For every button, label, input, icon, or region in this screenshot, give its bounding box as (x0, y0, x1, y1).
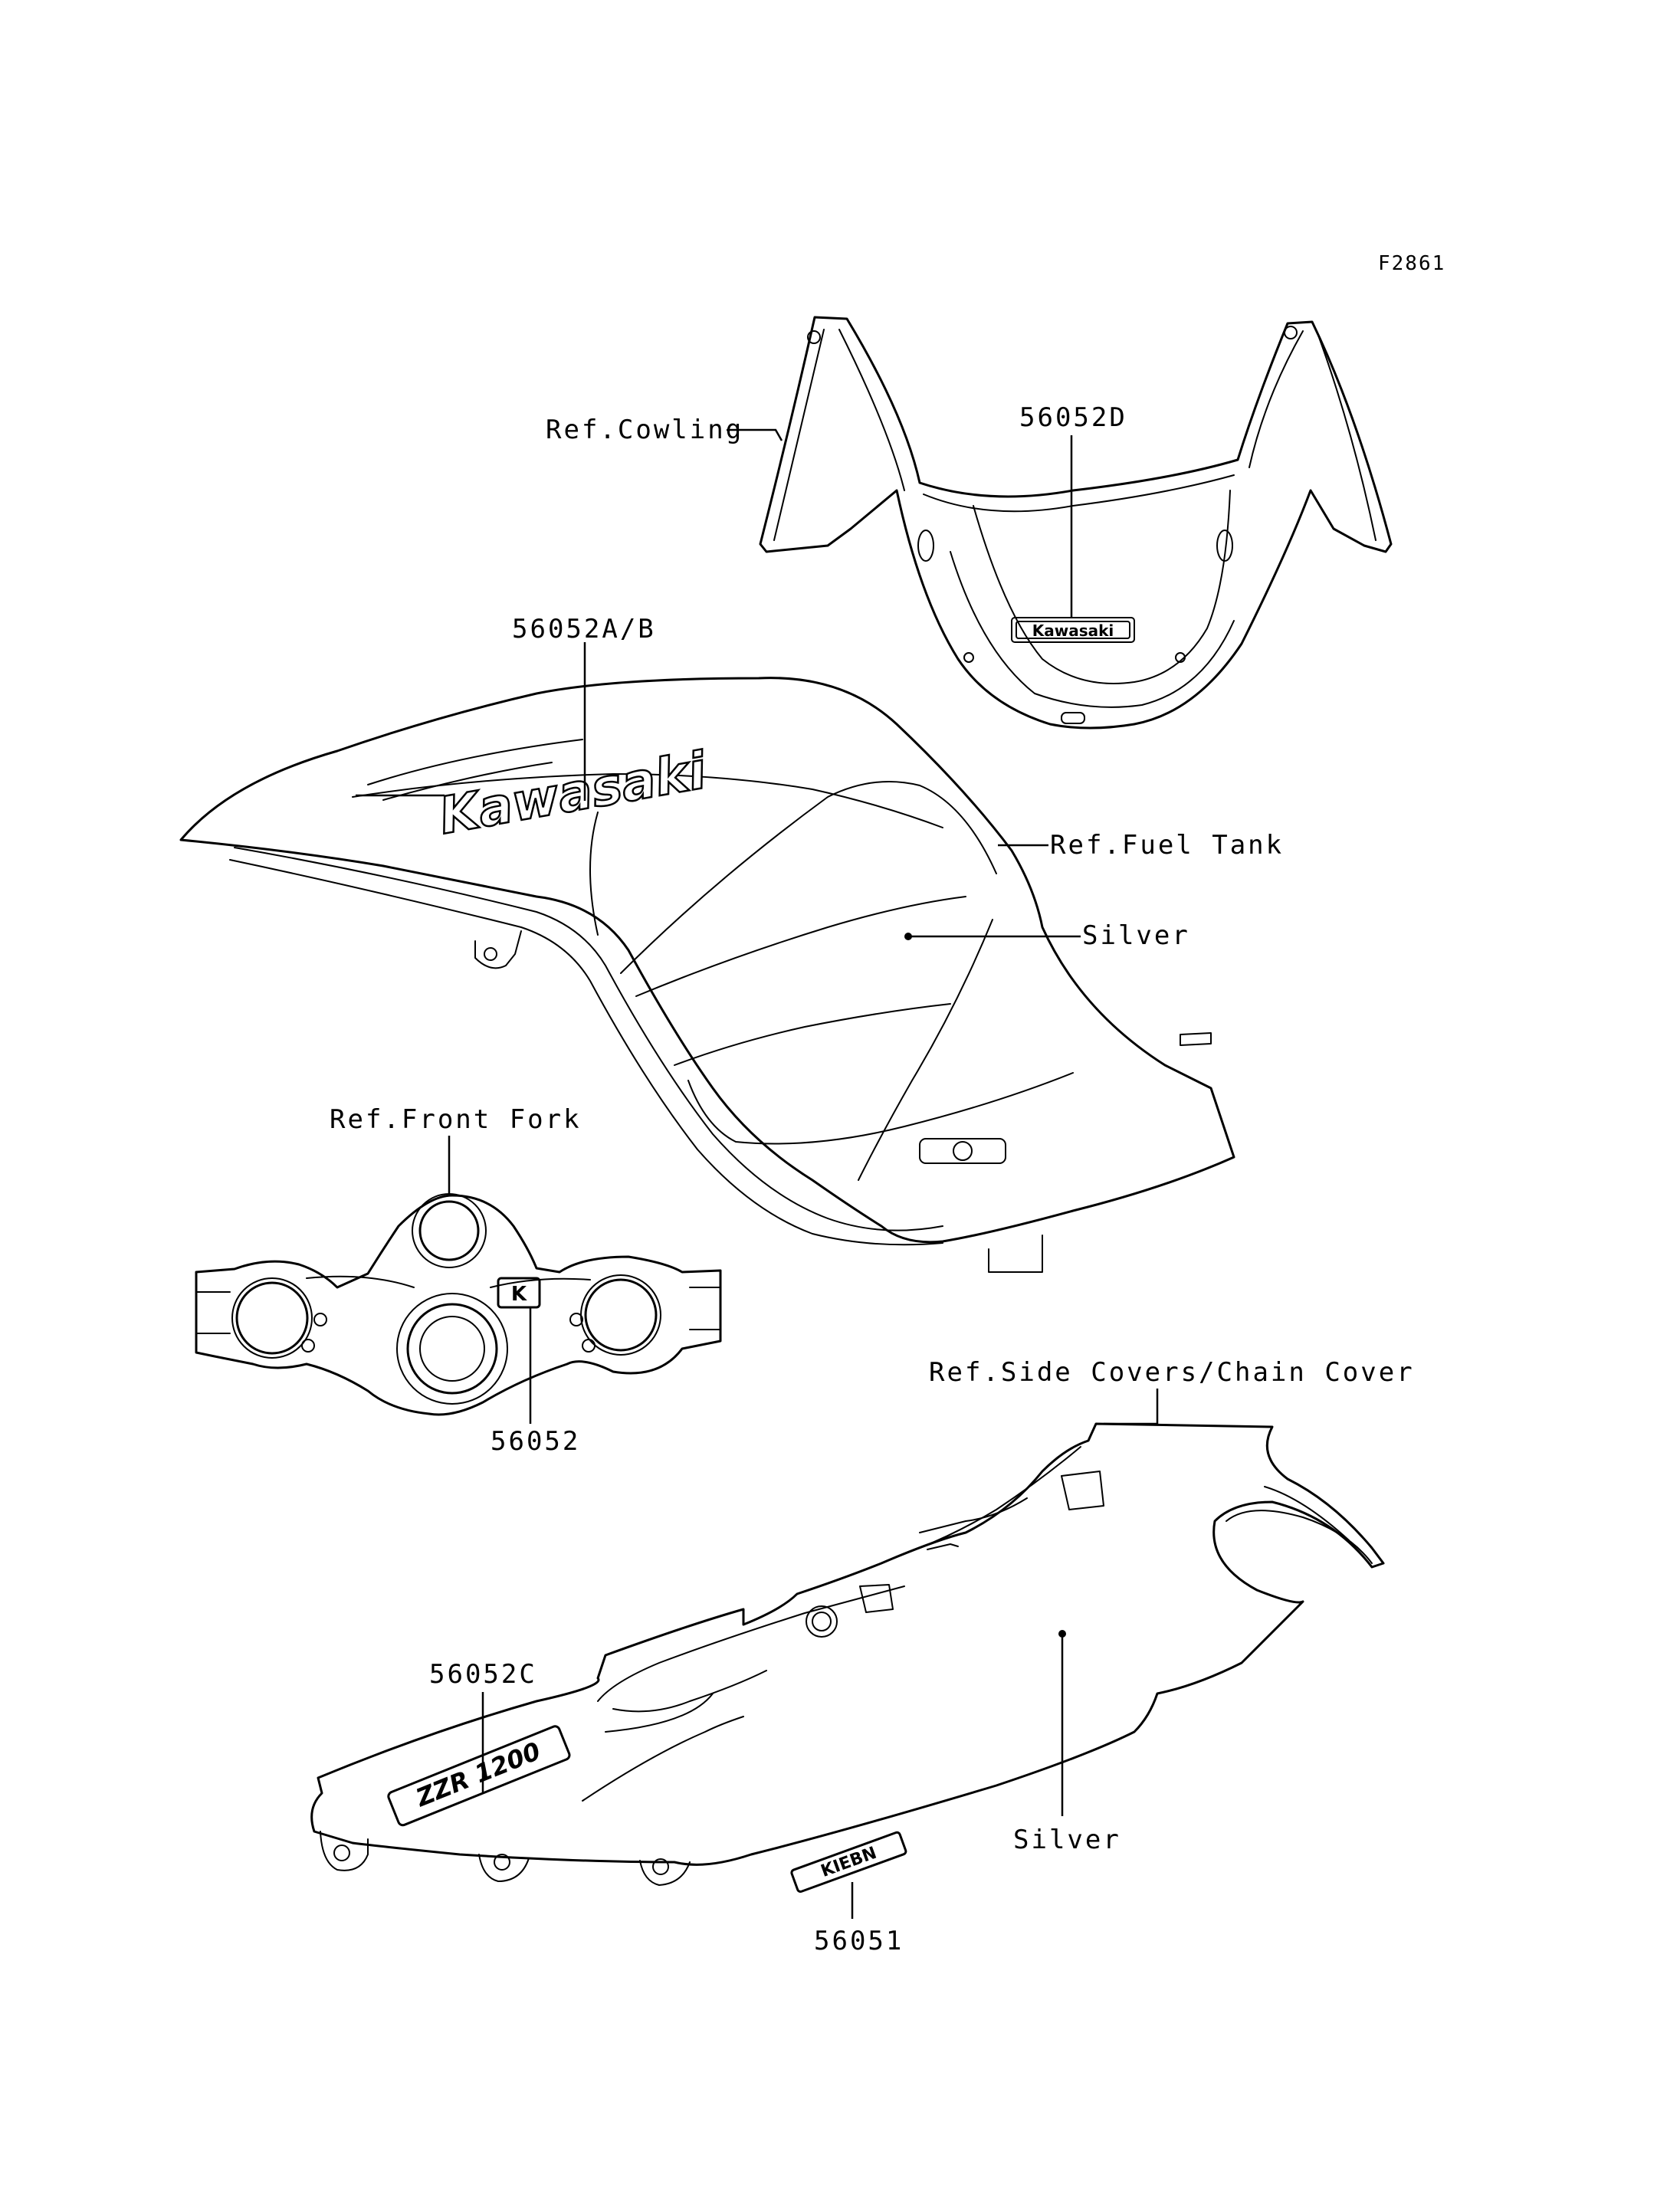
side-model-logo: ZZR 1200 (412, 1736, 545, 1813)
label-56052c: 56052C (429, 1659, 537, 1690)
label-silver-side: Silver (1013, 1825, 1121, 1855)
label-ref-front-fork: Ref.Front Fork (330, 1104, 582, 1135)
label-silver-tank: Silver (1082, 920, 1190, 951)
fork-badge-logo: K (511, 1283, 527, 1306)
label-56052: 56052 (491, 1426, 580, 1457)
label-ref-fuel-tank: Ref.Fuel Tank (1050, 830, 1284, 861)
label-56052d: 56052D (1019, 402, 1127, 433)
label-ref-side-covers: Ref.Side Covers/Chain Cover (929, 1357, 1415, 1388)
label-ref-cowling: Ref.Cowling (546, 415, 743, 445)
label-56052ab: 56052A/B (512, 614, 656, 644)
side-cover-drawing: ZZR 1200 KIEBN (310, 1422, 1385, 1894)
cowl-brand-logo: Kawasaki (1032, 621, 1114, 640)
fuel-tank-drawing: Kawasaki (179, 677, 1235, 1273)
figure-code: F2861 (1378, 252, 1445, 275)
label-56051: 56051 (814, 1926, 904, 1956)
cowling-drawing: Kawasaki (759, 316, 1393, 730)
front-fork-bracket-drawing: K (195, 1193, 722, 1416)
